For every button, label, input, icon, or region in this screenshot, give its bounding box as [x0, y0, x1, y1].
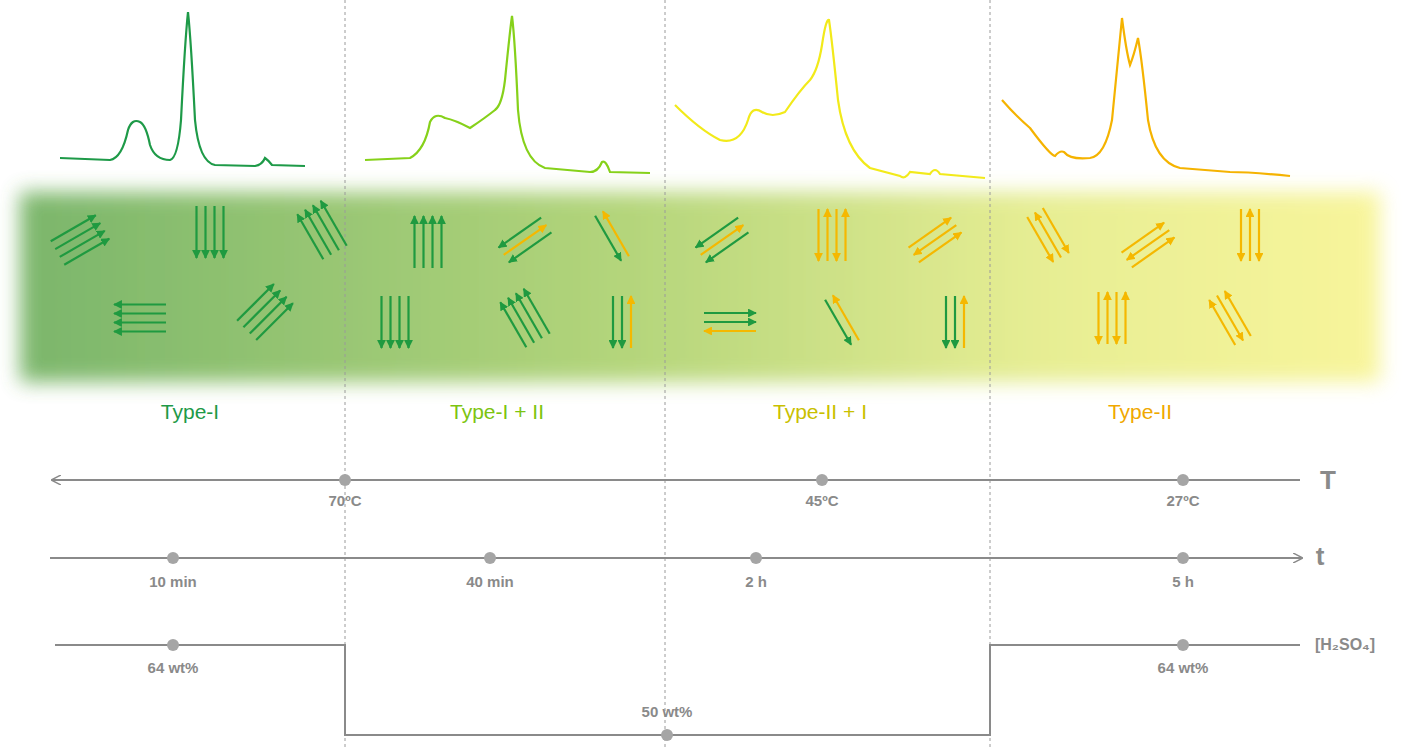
gradient-band	[20, 192, 1380, 382]
dipole-arrow	[612, 296, 614, 348]
tick-label: 64 wt%	[148, 659, 199, 676]
spectrum-curve	[675, 20, 985, 178]
dipole-arrow	[1209, 300, 1235, 345]
dipole-arrow	[706, 232, 749, 262]
tick-label: 50 wt%	[642, 703, 693, 720]
dipole-arrow	[825, 300, 851, 345]
dipole-arrow	[1124, 292, 1126, 344]
dipole-arrow	[297, 214, 323, 259]
dipole-arrow	[213, 206, 215, 258]
tick-label: 70ºC	[329, 492, 362, 509]
tick-label: 2 h	[745, 573, 767, 590]
tick-label: 5 h	[1172, 573, 1194, 590]
dipole-arrow	[833, 295, 859, 340]
spectrum-curve	[60, 12, 305, 166]
divider-lines	[345, 0, 990, 750]
dipole-arrow	[114, 303, 166, 305]
axis-dots	[167, 474, 1189, 741]
axes	[50, 480, 1302, 735]
dipole-arrow	[1027, 217, 1053, 262]
dipole-arrow	[1115, 292, 1117, 344]
dipole-arrow	[630, 296, 632, 348]
dipole-arrow	[603, 211, 629, 256]
dipole-arrow	[1258, 209, 1260, 261]
dipole-arrows	[51, 201, 1259, 348]
dipole-arrow	[1225, 291, 1251, 336]
dipole-arrow	[704, 321, 756, 323]
dipole-arrow	[919, 232, 962, 262]
dipole-arrow	[64, 239, 109, 265]
dipole-arrow	[431, 216, 433, 268]
dipole-arrow	[398, 296, 400, 348]
dipole-arrow	[1043, 208, 1069, 253]
phase-label: Type-II + I	[773, 400, 867, 424]
dipole-arrow	[55, 223, 100, 249]
spectrum-curve	[1002, 18, 1290, 176]
dipole-arrow	[508, 298, 534, 343]
tick-label: 45ºC	[806, 492, 839, 509]
dipole-arrow	[844, 209, 846, 261]
dipole-arrow	[114, 321, 166, 323]
dipole-arrow	[422, 216, 424, 268]
dipole-arrow	[407, 296, 409, 348]
dipole-arrow	[114, 330, 166, 332]
phase-label: Type-I + II	[450, 400, 544, 424]
dipole-arrow	[1035, 212, 1061, 257]
dipole-arrow	[60, 231, 105, 257]
dipole-arrow	[1240, 209, 1242, 261]
dipole-arrow	[1132, 237, 1175, 267]
dipole-arrow	[817, 209, 819, 261]
dipole-arrow	[954, 296, 956, 348]
dipole-arrow	[595, 216, 621, 261]
tick-label: 27ºC	[1167, 492, 1200, 509]
dipole-arrow	[500, 302, 526, 347]
phase-label: Type-II	[1108, 400, 1172, 424]
dipole-arrow	[114, 312, 166, 314]
tick-label: 10 min	[149, 573, 197, 590]
dipole-arrow	[963, 296, 965, 348]
dipole-arrow	[1249, 209, 1251, 261]
dipole-arrow	[51, 215, 96, 241]
dipole-arrow	[704, 312, 756, 314]
dipole-arrow	[835, 209, 837, 261]
dipole-arrow	[256, 303, 293, 340]
tick-label: 64 wt%	[1158, 659, 1209, 676]
dipole-arrow	[440, 216, 442, 268]
tick-label: 40 min	[466, 573, 514, 590]
dipole-arrow	[204, 206, 206, 258]
dipole-arrow	[1097, 292, 1099, 344]
axis-label: [H₂SO₄]	[1315, 636, 1375, 654]
dipole-arrow	[305, 210, 331, 255]
dipole-arrow	[321, 201, 347, 246]
dipole-arrow	[380, 296, 382, 348]
dipole-arrow	[516, 293, 542, 338]
dipole-arrow	[313, 205, 339, 250]
dipole-arrow	[704, 330, 756, 332]
dipole-arrow	[389, 296, 391, 348]
spectrum-curve	[365, 16, 650, 173]
dipole-arrow	[222, 206, 224, 258]
dipole-arrow	[195, 206, 197, 258]
axis-label: t	[1316, 542, 1325, 572]
dipole-arrow	[524, 289, 550, 334]
axis-label: T	[1320, 466, 1336, 496]
dipole-arrow	[413, 216, 415, 268]
dipole-arrow	[1106, 292, 1108, 344]
dipole-arrow	[621, 296, 623, 348]
dipole-arrow	[826, 209, 828, 261]
phase-label: Type-I	[161, 400, 219, 424]
dipole-arrow	[945, 296, 947, 348]
dipole-arrow	[509, 232, 552, 262]
dipole-arrow	[1217, 295, 1243, 340]
